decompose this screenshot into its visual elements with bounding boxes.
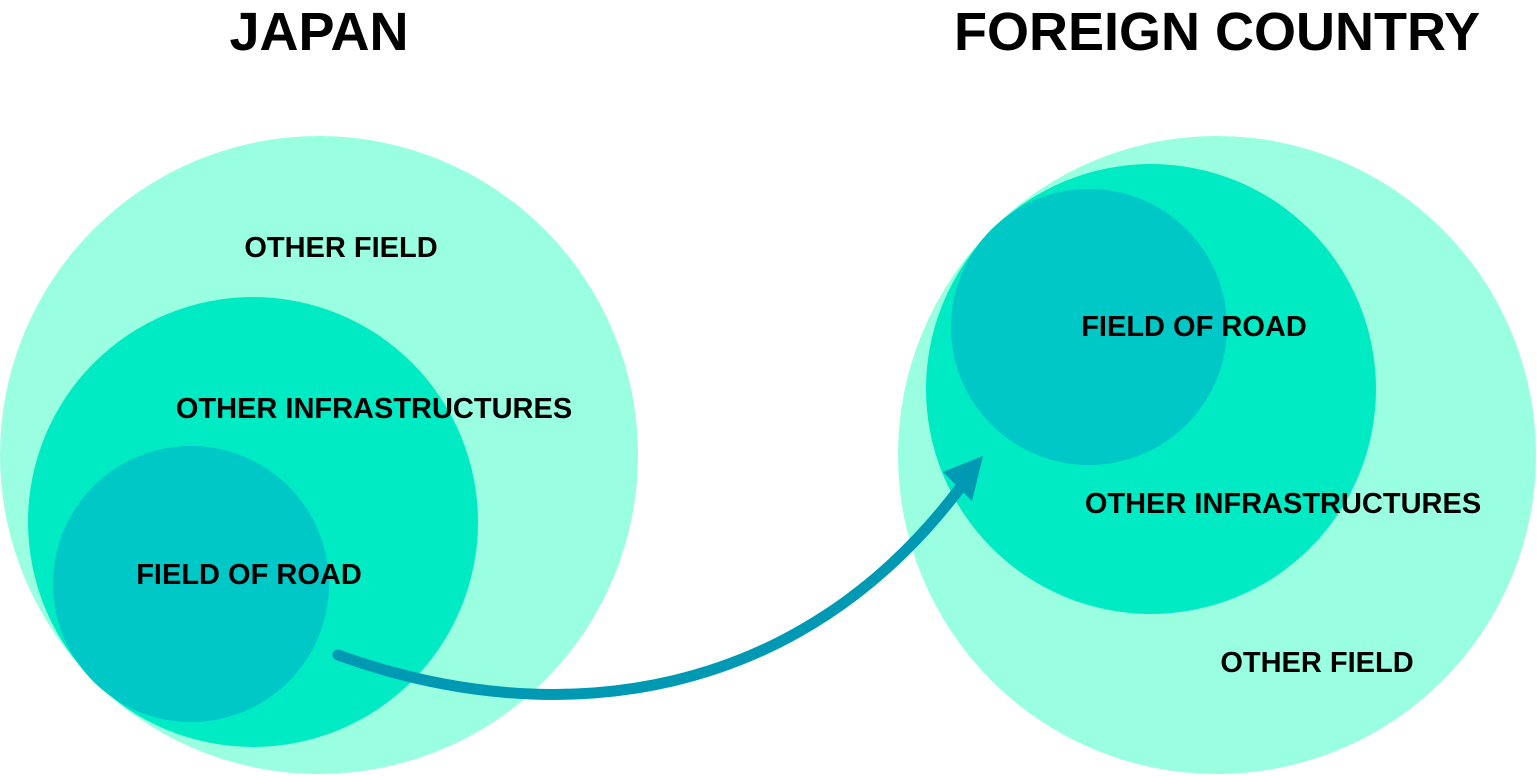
japan-title: JAPAN bbox=[229, 2, 408, 62]
japan-inner-label: FIELD OF ROAD bbox=[136, 559, 362, 591]
foreign-inner-circle bbox=[951, 189, 1227, 465]
japan-outer-label: OTHER FIELD bbox=[244, 232, 437, 264]
foreign-title: FOREIGN COUNTRY bbox=[954, 2, 1480, 62]
arrow-head-icon bbox=[943, 456, 983, 501]
foreign-inner-label: FIELD OF ROAD bbox=[1081, 311, 1307, 343]
foreign-middle-label: OTHER INFRASTRUCTURES bbox=[1085, 488, 1481, 520]
japan-middle-label: OTHER INFRASTRUCTURES bbox=[176, 393, 572, 425]
arrow-shaft bbox=[332, 482, 966, 700]
japan-inner-circle bbox=[53, 446, 329, 722]
foreign-outer-label: OTHER FIELD bbox=[1220, 647, 1413, 679]
foreign-group: FOREIGN COUNTRY FIELD OF ROAD OTHER INFR… bbox=[898, 2, 1536, 774]
japan-group: JAPAN OTHER FIELD OTHER INFRASTRUCTURES … bbox=[0, 2, 638, 774]
expansion-arrow bbox=[332, 456, 983, 700]
